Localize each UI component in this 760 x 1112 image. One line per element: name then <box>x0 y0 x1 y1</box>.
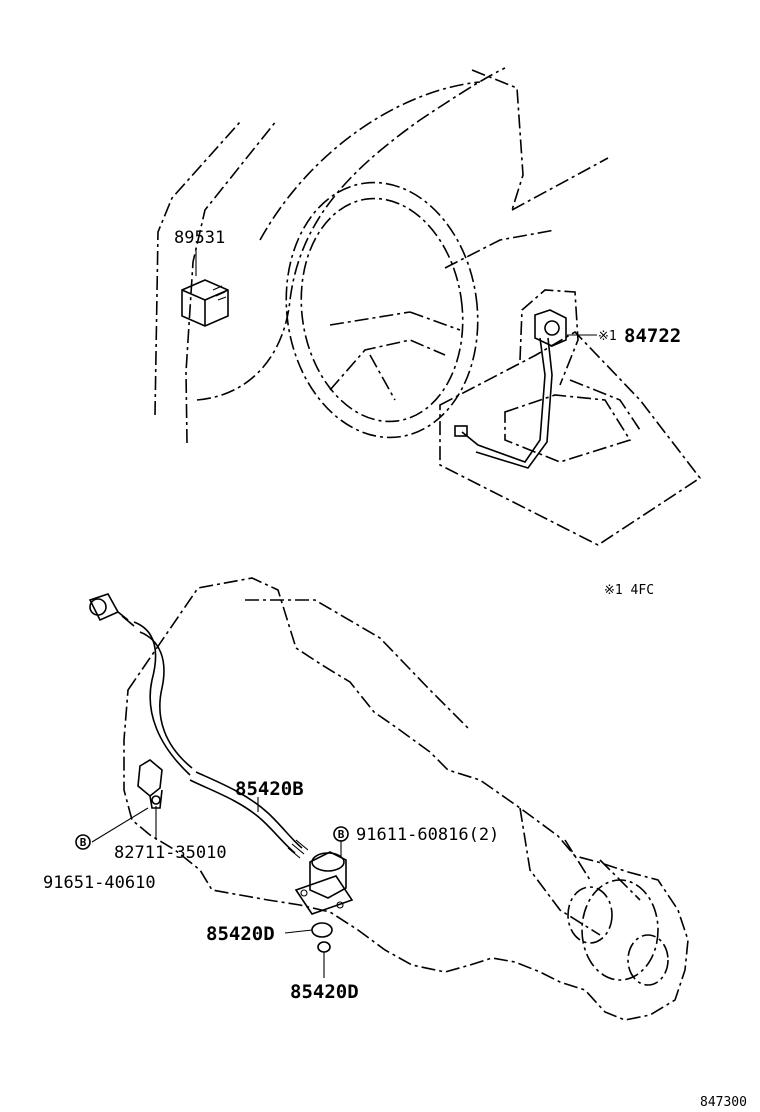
steering-wheel <box>285 181 479 439</box>
relay-label[interactable]: 89531 <box>174 228 225 248</box>
gasket-2-label[interactable]: 85420D <box>290 981 359 1003</box>
gasket-1-label[interactable]: 85420D <box>206 923 275 945</box>
shift-lock-prefix: ※1 <box>598 329 617 344</box>
gasket-part-2[interactable] <box>317 941 331 953</box>
bolt-left-label[interactable]: 91651-40610 <box>43 873 156 893</box>
transmission-illustration <box>123 577 689 1021</box>
clamp-label[interactable]: 82711-35010 <box>114 843 227 863</box>
bolt-marker-left: B <box>75 834 91 850</box>
sensor-part[interactable] <box>294 851 354 915</box>
clamp-part[interactable] <box>137 759 163 809</box>
shift-lock-part[interactable] <box>454 309 567 469</box>
hose-label[interactable]: 85420B <box>235 778 304 800</box>
shift-lock-label[interactable]: 84722 <box>624 325 681 347</box>
note-text: ※1 4FC <box>604 583 654 598</box>
bolt-marker-right-text: B <box>338 828 345 841</box>
gasket-1-leader <box>284 929 313 934</box>
cable-hose-part[interactable] <box>88 593 309 859</box>
bolt-right-label[interactable]: 91611-60816(2) <box>356 825 499 845</box>
bolt-left-leader <box>91 807 149 843</box>
relay-part[interactable] <box>181 279 229 327</box>
dashboard-illustration <box>154 67 702 546</box>
bolt-marker-right: B <box>333 826 349 842</box>
gasket-part-1[interactable] <box>311 922 333 938</box>
bolt-marker-left-text: B <box>80 836 87 849</box>
figure-number: 847300 <box>700 1095 747 1110</box>
